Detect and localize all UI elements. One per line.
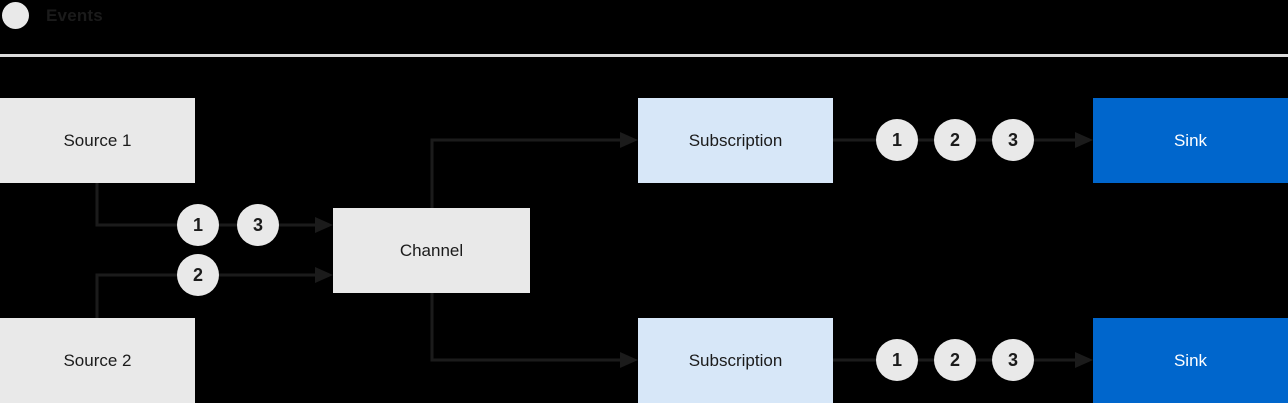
node-subscription-top-label: Subscription	[688, 130, 783, 150]
event-circle: 3	[992, 339, 1034, 381]
event-circle: 2	[934, 339, 976, 381]
event-circle: 1	[876, 339, 918, 381]
legend-divider	[0, 54, 1288, 57]
node-source-1[interactable]: Source 1	[0, 98, 195, 183]
legend: Events	[2, 2, 103, 29]
event-circle: 3	[992, 119, 1034, 161]
event-circle: 2	[177, 254, 219, 296]
event-circle: 1	[177, 204, 219, 246]
connector-channel-to-subscription-bottom	[430, 293, 638, 368]
node-sink-bottom-label: Sink	[1173, 350, 1208, 370]
node-sink-bottom[interactable]: Sink	[1093, 318, 1288, 403]
event-circle: 2	[934, 119, 976, 161]
connector-source2-to-channel	[95, 267, 333, 318]
node-sink-top[interactable]: Sink	[1093, 98, 1288, 183]
node-source-2-label: Source 2	[63, 350, 132, 370]
node-subscription-bottom[interactable]: Subscription	[638, 318, 833, 403]
node-subscription-bottom-label: Subscription	[688, 350, 783, 370]
node-sink-top-label: Sink	[1173, 130, 1208, 150]
node-subscription-top[interactable]: Subscription	[638, 98, 833, 183]
node-channel[interactable]: Channel	[333, 208, 530, 293]
legend-label: Events	[46, 5, 103, 25]
event-circle: 1	[876, 119, 918, 161]
event-circle: 3	[237, 204, 279, 246]
event-legend-circle-icon	[2, 2, 29, 29]
connector-channel-to-subscription-top	[430, 132, 638, 208]
node-source-1-label: Source 1	[63, 130, 132, 150]
node-source-2[interactable]: Source 2	[0, 318, 195, 403]
node-channel-label: Channel	[399, 240, 464, 260]
